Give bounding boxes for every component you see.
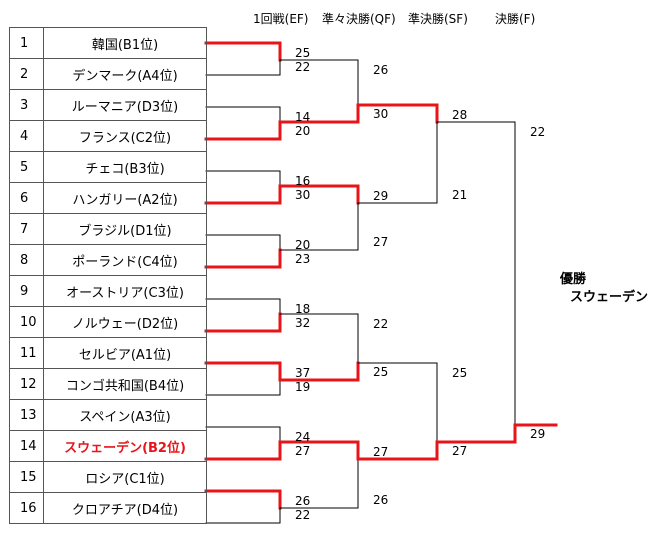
score-top: 22 [373,317,389,331]
seed-number: 11 [9,337,44,369]
team-name: ポーランド(C4位) [43,244,207,276]
score-top: 25 [452,366,468,380]
score-bottom: 27 [373,235,389,249]
team-name: セルビア(A1位) [43,337,207,369]
score-bottom: 22 [295,60,311,74]
score-top: 26 [373,63,389,77]
round-header-final: 決勝(F) [495,12,536,26]
score-top: 37 [295,366,311,380]
team-name: ロシア(C1位) [43,461,207,493]
score-top: 22 [530,125,546,139]
score-bottom: 26 [373,493,389,507]
score-bottom: 22 [295,508,311,522]
seed-number: 1 [9,27,44,59]
score-top: 14 [295,110,311,124]
score-top: 28 [452,108,468,122]
seed-number: 8 [9,244,44,276]
champion-label: 優勝 [560,272,587,287]
score-bottom: 21 [452,188,468,202]
score-bottom: 30 [295,188,311,202]
seed-number: 3 [9,89,44,121]
team-name: デンマーク(A4位) [43,58,207,90]
team-name: ハンガリー(A2位) [43,182,207,214]
seed-number: 10 [9,306,44,338]
seed-number: 2 [9,58,44,90]
score-top: 26 [295,494,311,508]
seed-number: 9 [9,275,44,307]
team-name: 韓国(B1位) [43,27,207,59]
team-name: ブラジル(D1位) [43,213,207,245]
team-name: ルーマニア(D3位) [43,89,207,121]
score-bottom: 25 [373,365,389,379]
champion-team: スウェーデン [570,290,649,305]
score-bottom: 27 [295,444,311,458]
team-name: ノルウェー(D2位) [43,306,207,338]
score-top: 25 [295,46,311,60]
team-name: クロアチア(D4位) [43,492,207,524]
score-top: 18 [295,302,311,316]
score-bottom: 27 [452,444,468,458]
team-name: チェコ(B3位) [43,151,207,183]
score-bottom: 23 [295,252,311,266]
seed-number: 6 [9,182,44,214]
seed-number: 13 [9,399,44,431]
score-top: 27 [373,445,389,459]
seed-number: 16 [9,492,44,524]
score-top: 29 [373,189,389,203]
round-header-sf: 準決勝(SF) [408,12,468,26]
seed-number: 7 [9,213,44,245]
seed-number: 15 [9,461,44,493]
team-name: オーストリア(C3位) [43,275,207,307]
seed-number: 4 [9,120,44,152]
score-top: 24 [295,430,311,444]
team-name: スウェーデン(B2位) [43,430,207,462]
round-header-qf: 準々決勝(QF) [322,12,396,26]
round-header-ef: 1回戦(EF) [253,12,309,26]
team-name: フランス(C2位) [43,120,207,152]
seed-number: 14 [9,430,44,462]
team-name: コンゴ共和国(B4位) [43,368,207,400]
score-bottom: 32 [295,316,311,330]
score-top: 16 [295,174,311,188]
score-bottom: 20 [295,124,311,138]
score-bottom: 19 [295,380,311,394]
score-bottom: 30 [373,107,389,121]
score-top: 20 [295,238,311,252]
seed-number: 12 [9,368,44,400]
seed-number: 5 [9,151,44,183]
team-name: スペイン(A3位) [43,399,207,431]
score-bottom: 29 [530,427,546,441]
